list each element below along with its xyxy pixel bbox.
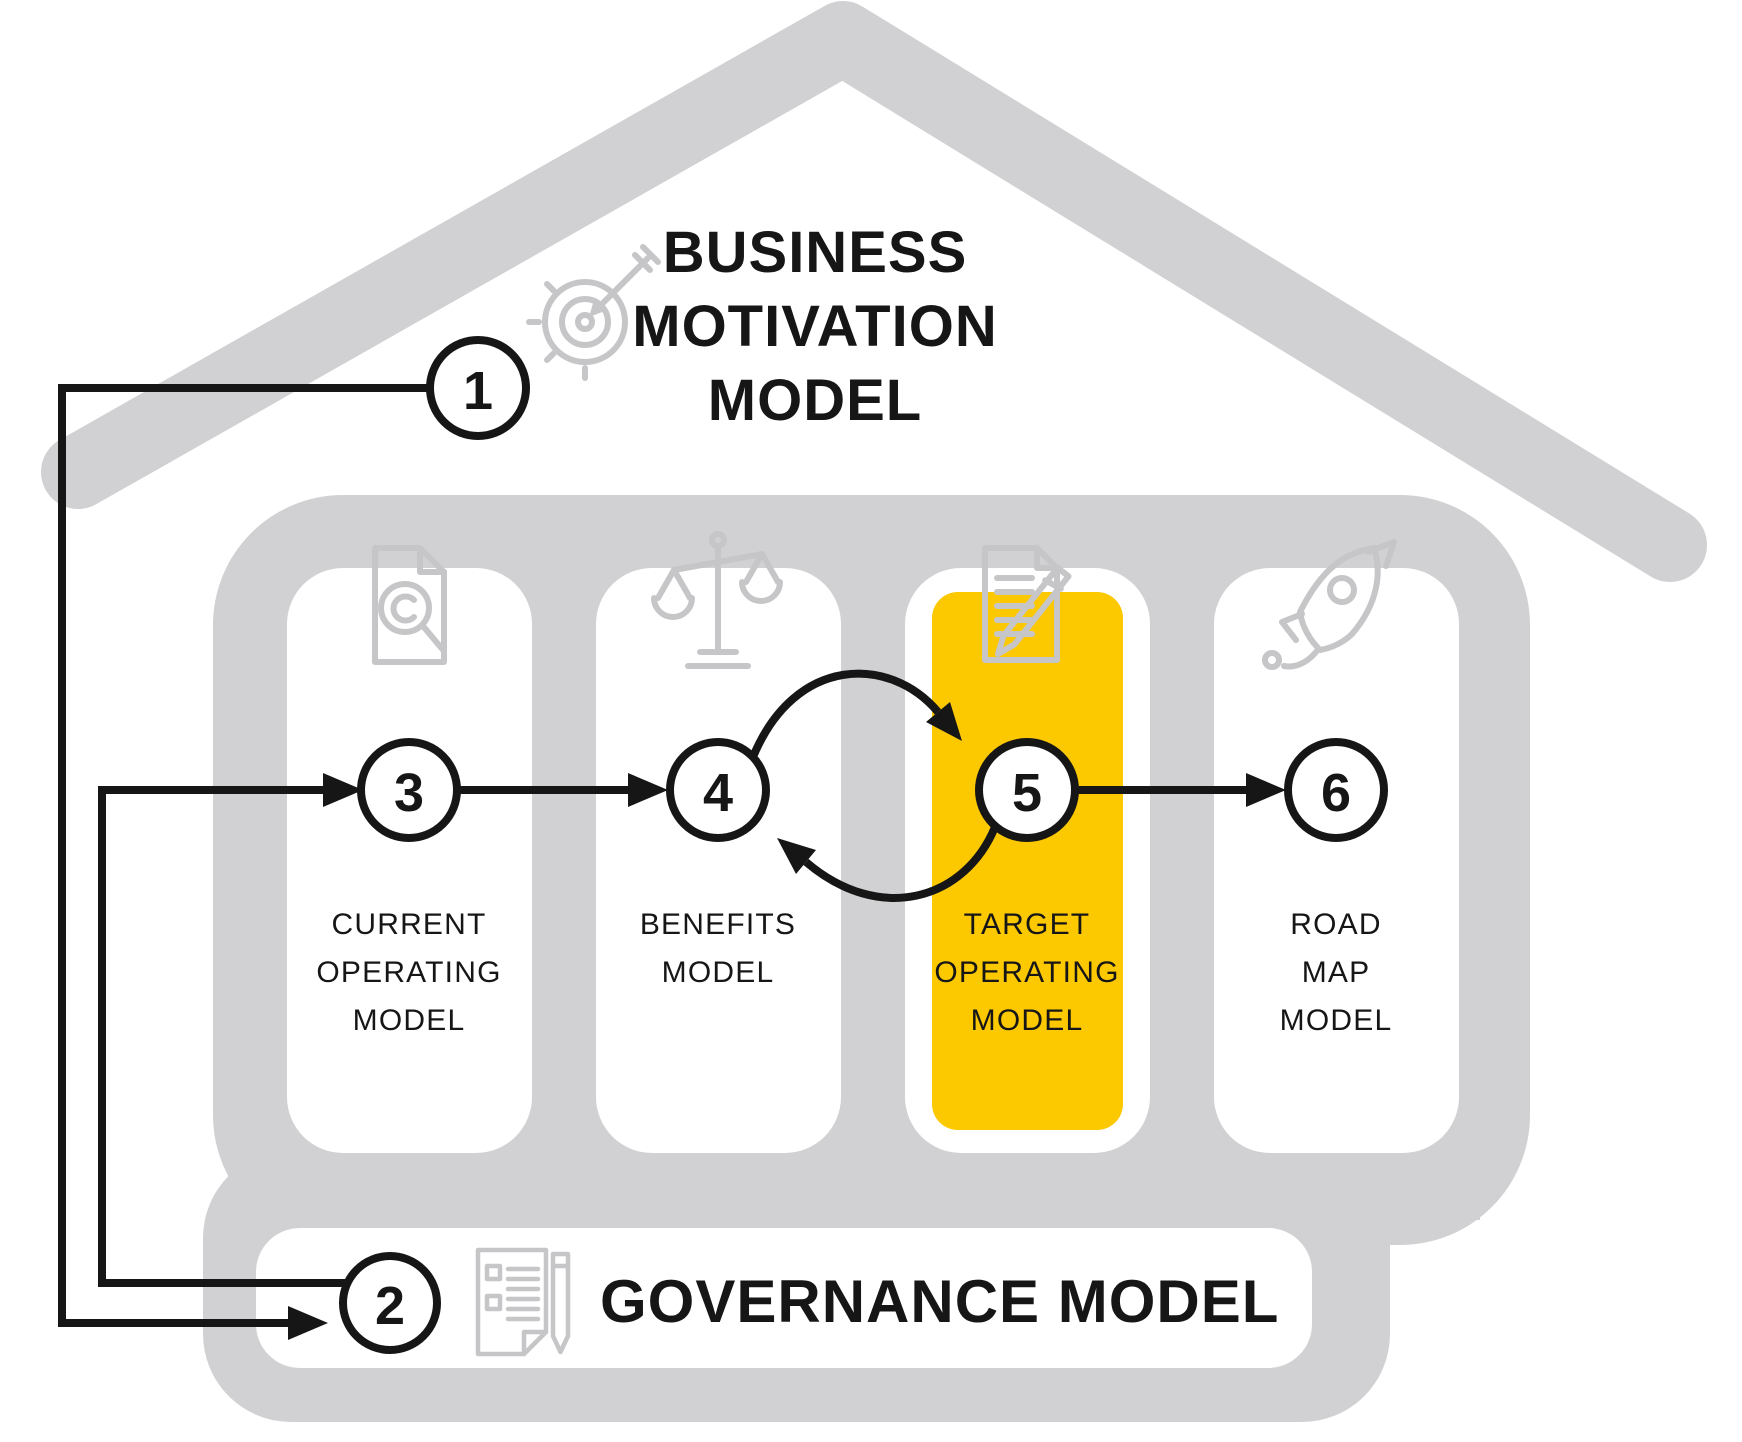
pillar-1-label-line-2: OPERATING	[316, 956, 501, 989]
document-pencil-icon	[982, 545, 1072, 663]
pillar-4-label-line-2: MAP	[1302, 956, 1371, 989]
pillar-3-label-line-1: TARGET	[964, 908, 1091, 941]
pillar-label-benefits-model: BENEFITS MODEL	[640, 908, 796, 989]
pillar-2-label-line-1: BENEFITS	[640, 908, 796, 941]
pillar-1-label-line-3: MODEL	[353, 1004, 466, 1037]
step-4-number: 4	[703, 763, 733, 823]
title-line-3: MODEL	[708, 368, 922, 433]
step-circle-3: 3	[357, 738, 461, 842]
document-magnifier-icon	[372, 545, 447, 665]
step-circle-1: 1	[426, 336, 530, 440]
step-1-number: 1	[463, 361, 493, 421]
clipboard-pencil-icon	[475, 1247, 571, 1357]
target-icon	[526, 244, 661, 381]
step-circle-2: 2	[339, 1252, 441, 1354]
step-6-number: 6	[1321, 763, 1351, 823]
pillar-label-target-operating-model: TARGET OPERATING MODEL	[934, 908, 1119, 1037]
pillar-4-label-line-3: MODEL	[1280, 1004, 1393, 1037]
arrow-4-to-5	[749, 669, 942, 759]
pillar-2-label-line-2: MODEL	[662, 956, 775, 989]
title-line-2: MOTIVATION	[632, 294, 997, 359]
title-line-1: BUSINESS	[663, 220, 968, 285]
step-circle-6: 6	[1284, 738, 1388, 842]
step-circle-5: 5	[975, 738, 1079, 842]
pillar-road-map-model	[1214, 568, 1459, 1153]
arrow-2-to-3	[98, 786, 350, 1287]
pillar-current-operating-model	[287, 568, 532, 1153]
flow-arrows	[58, 384, 1286, 1340]
pillar-3-label-line-2: OPERATING	[934, 956, 1119, 989]
roof-band	[41, 1, 1707, 582]
step-3-number: 3	[394, 763, 424, 823]
governance-bar	[256, 1228, 1312, 1368]
target-operating-model-highlight	[932, 592, 1123, 1130]
scales-icon	[651, 531, 783, 669]
pillar-hall-block	[213, 495, 1530, 1245]
step-2-number: 2	[375, 1276, 405, 1336]
arrow-1-to-2	[58, 384, 430, 1327]
pillar-1-label-line-1: CURRENT	[331, 908, 486, 941]
step-5-number: 5	[1012, 763, 1042, 823]
pillar-3-label-line-3: MODEL	[971, 1004, 1084, 1037]
governance-model-label: GOVERNANCE MODEL	[600, 1268, 1279, 1335]
page-title: BUSINESS MOTIVATION MODEL	[632, 220, 997, 433]
arrow-5-to-4	[803, 825, 999, 902]
pillar-label-road-map-model: ROAD MAP MODEL	[1280, 908, 1393, 1037]
step-circle-4: 4	[666, 738, 770, 842]
pillar-label-current-operating-model: CURRENT OPERATING MODEL	[316, 908, 501, 1037]
house-outline	[41, 1, 1707, 1422]
rocket-icon	[1262, 539, 1397, 670]
pillar-4-label-line-1: ROAD	[1290, 908, 1381, 941]
